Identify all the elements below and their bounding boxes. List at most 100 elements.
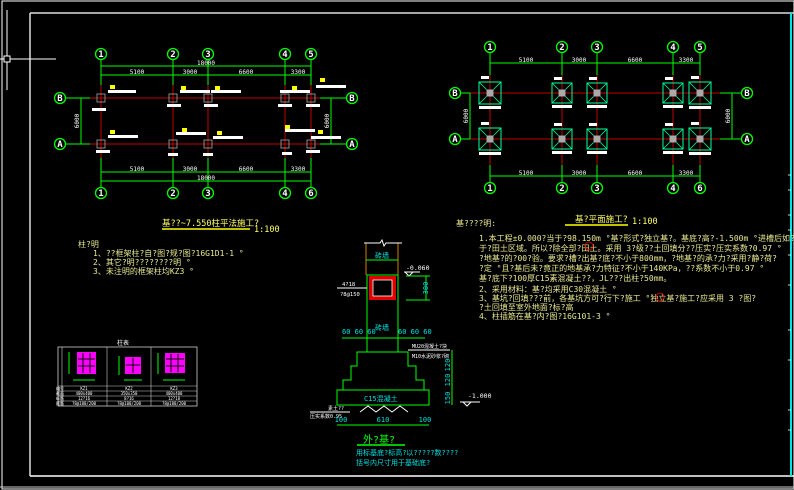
dim: 3000: [572, 170, 587, 177]
note-line: ?定 °且?基后未?竟正的地基承?力特征?不小于140KPa，??系数不小于0.…: [479, 263, 764, 273]
dim: 5100: [130, 166, 145, 173]
svg-text:8?16: 8?16: [124, 396, 134, 401]
bay-dim: 6000: [725, 108, 732, 123]
soil-note: 压实系数0.95: [310, 413, 342, 420]
foundation-notes-heading: 基????明:: [456, 218, 496, 228]
table-title: 柱表: [117, 339, 129, 347]
height-dim: 120: [444, 359, 452, 372]
svg-text:B: B: [452, 89, 458, 99]
svg-text:1: 1: [98, 50, 103, 60]
step-dims: 60 60 60: [342, 328, 376, 336]
svg-text:A: A: [744, 135, 750, 145]
svg-text:400x400: 400x400: [76, 391, 93, 396]
column-plan-scale: 1:100: [254, 225, 280, 235]
bottom-level: -1.000: [468, 392, 492, 400]
note-line: 3、基坑?回填???前，各基坑方可?行下?施工 °独立基?施工?应采用 3 ?图…: [479, 293, 756, 303]
soil-note: 素土??: [328, 405, 344, 412]
dim: 3000: [572, 57, 587, 64]
section-note: 用标基底?标高?以?????数????: [356, 448, 458, 457]
svg-text:B: B: [57, 94, 63, 104]
column-section-kz2: [118, 356, 142, 381]
svg-text:6: 6: [697, 184, 702, 194]
column-section-kz1: [68, 352, 96, 381]
break-line-icon: [364, 238, 402, 248]
base-dim: 100: [419, 416, 432, 424]
step-dims: 60 60 60: [398, 328, 432, 336]
beam-height-dim: 300: [422, 282, 430, 295]
dim: 3300: [679, 57, 694, 64]
foundation-notes: 1.本工程±0.000?当于?98.150m °基?形式?独立基?。基底?高?-…: [479, 233, 794, 321]
svg-text:1: 1: [487, 184, 492, 194]
svg-text:A: A: [349, 140, 355, 150]
revision-mark: [584, 241, 594, 251]
bay-dim: 6000: [74, 113, 81, 128]
note-line: ?地基?的?00?验。要求?槽?出基?底?不小于800mm，?地基?的承?力?采…: [479, 253, 777, 263]
footing: [688, 122, 712, 155]
column-section-kz3: [157, 353, 185, 381]
note-line: 2、采用材料：基?均采用C30混凝土 °: [479, 284, 617, 294]
footing: [478, 122, 502, 155]
note-line: 于?田土区域。所以?除全部?田土。采用 3?级??土回填分??压实?压实系数?0…: [479, 243, 782, 253]
footing: [586, 77, 608, 108]
svg-text:编号: 编号: [56, 385, 64, 391]
svg-text:350x350: 350x350: [121, 391, 138, 396]
svg-text:3: 3: [205, 189, 210, 199]
column-plan[interactable]: 18000 18000 5100 3000 6600 3300 5100 300…: [53, 47, 359, 200]
svg-text:?8@100/200: ?8@100/200: [117, 401, 142, 406]
svg-text:A: A: [452, 135, 458, 145]
svg-text:2: 2: [170, 189, 175, 199]
svg-text:?8@100/200: ?8@100/200: [72, 401, 97, 406]
svg-text:A: A: [57, 140, 63, 150]
bay-dim: 6000: [463, 108, 470, 123]
svg-text:6: 6: [308, 189, 313, 199]
dim: 3300: [291, 166, 306, 173]
column-note: 1、??框架柱?自?图?规?图?16G1D1-1 °: [93, 248, 244, 258]
column-markers: [96, 93, 316, 149]
concrete-label: C15混凝土: [364, 394, 398, 403]
svg-text:箍筋: 箍筋: [56, 400, 64, 406]
column-notes-heading: 柱?明: [78, 239, 99, 249]
base-dim: 610: [377, 416, 390, 424]
top-level: -0.060: [406, 264, 430, 272]
dim: 6600: [628, 170, 643, 177]
svg-text:3: 3: [205, 50, 210, 60]
note-line: 4、柱插筋在基?内?图?16G101-3 °: [479, 311, 610, 321]
step-note: M10水泥砂浆?砌: [412, 353, 449, 360]
svg-text:3: 3: [594, 43, 599, 53]
footing: [551, 77, 573, 108]
foundation-plan-title: 基?平面施工?: [575, 214, 628, 225]
crosshair-cursor-icon: [0, 10, 56, 90]
footing: [662, 123, 684, 154]
dim: 6600: [239, 69, 254, 76]
foundation-section[interactable]: 砖墙 C15混凝土 砖墙 -0.060 300 4?18 ?8@150 60 6…: [310, 238, 492, 426]
svg-text:5: 5: [308, 50, 313, 60]
footing: [551, 123, 573, 154]
column-note: 2、其它?明????????明 °: [93, 257, 191, 267]
svg-text:400x400: 400x400: [166, 391, 183, 396]
svg-text:4: 4: [670, 43, 676, 53]
svg-text:4: 4: [282, 50, 288, 60]
dim: 6600: [239, 166, 254, 173]
base-dim: 100: [335, 416, 348, 424]
beam-tag: ?8@150: [340, 292, 360, 298]
footing: [688, 76, 712, 109]
dim: 3300: [291, 69, 306, 76]
foundation-plan-scale: 1:100: [632, 217, 658, 227]
svg-text:B: B: [744, 89, 750, 99]
svg-text:KZ1: KZ1: [80, 386, 88, 391]
axis-bubbles: 1 2 3 4 5 1 2 3 4 6 B A B A: [53, 47, 359, 200]
total-dim-bottom: 18000: [197, 175, 215, 182]
footing: [478, 76, 502, 109]
dim: 5100: [130, 69, 145, 76]
height-dim: 120: [444, 374, 452, 387]
svg-text:5: 5: [697, 43, 702, 53]
foundation-plan[interactable]: 5100 3000 6600 3300 5100 3000 6600 3300 …: [448, 40, 754, 195]
footing: [586, 123, 608, 154]
section-note: 括号内尺寸用于基础底?: [356, 458, 430, 467]
beam-tag: 4?18: [342, 282, 355, 288]
total-dim: 18000: [197, 60, 215, 67]
